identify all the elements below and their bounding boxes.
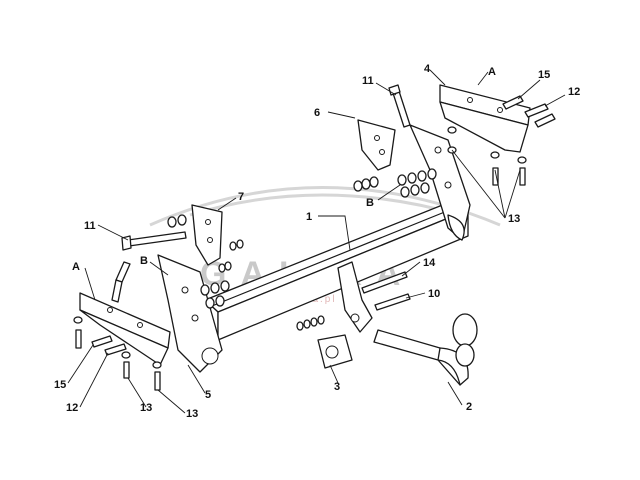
center-hanger xyxy=(337,261,373,333)
bolt-15-right xyxy=(502,95,524,110)
bolt-11-lower xyxy=(121,231,187,251)
callout-a-left: A xyxy=(72,261,80,273)
bolt-11-upper xyxy=(388,84,411,128)
callout-b-left: B xyxy=(140,255,148,267)
bolt-11-left-vertical xyxy=(111,261,131,303)
left-side-bracket xyxy=(157,254,223,373)
plate-7 xyxy=(191,204,223,266)
callout-7: 7 xyxy=(238,191,244,203)
tow-ball xyxy=(373,313,478,386)
callout-13-left-a: 13 xyxy=(140,402,152,414)
nut-cluster-right xyxy=(353,168,437,198)
plate-6 xyxy=(357,119,396,171)
bolt-12-right xyxy=(524,103,556,128)
callout-4: 4 xyxy=(424,63,431,75)
callout-b-right: B xyxy=(366,197,374,209)
callout-13-right: 13 xyxy=(508,213,520,225)
bolt-10 xyxy=(374,293,411,311)
callout-labels: 1 2 3 4 5 6 7 10 11 11 12 12 13 13 13 14… xyxy=(54,63,580,420)
callout-a-right: A xyxy=(488,66,496,78)
callout-12-right: 12 xyxy=(568,86,580,98)
nut-cluster-left xyxy=(167,214,244,309)
bolt-13-left xyxy=(73,316,162,391)
callout-3: 3 xyxy=(334,381,340,393)
callout-2: 2 xyxy=(466,401,472,413)
leader-lines xyxy=(67,69,566,414)
callout-11-lower: 11 xyxy=(84,220,96,232)
socket-plate xyxy=(317,334,353,369)
callout-1: 1 xyxy=(306,211,312,223)
callout-15-left: 15 xyxy=(54,379,66,391)
callout-10: 10 xyxy=(428,288,440,300)
bolt-14 xyxy=(361,271,408,294)
callout-5: 5 xyxy=(205,389,211,401)
nut-cluster-center xyxy=(296,315,325,331)
bolt-12-left xyxy=(91,335,127,356)
right-side-bracket xyxy=(409,124,471,241)
callout-13-left-b: 13 xyxy=(186,408,198,420)
right-mount-bracket xyxy=(439,84,531,153)
callout-6: 6 xyxy=(314,107,320,119)
callout-15-right: 15 xyxy=(538,69,550,81)
callout-14: 14 xyxy=(423,257,436,269)
callout-12-left: 12 xyxy=(66,402,78,414)
left-mount-bracket xyxy=(79,292,171,366)
callout-11-upper: 11 xyxy=(362,75,374,87)
